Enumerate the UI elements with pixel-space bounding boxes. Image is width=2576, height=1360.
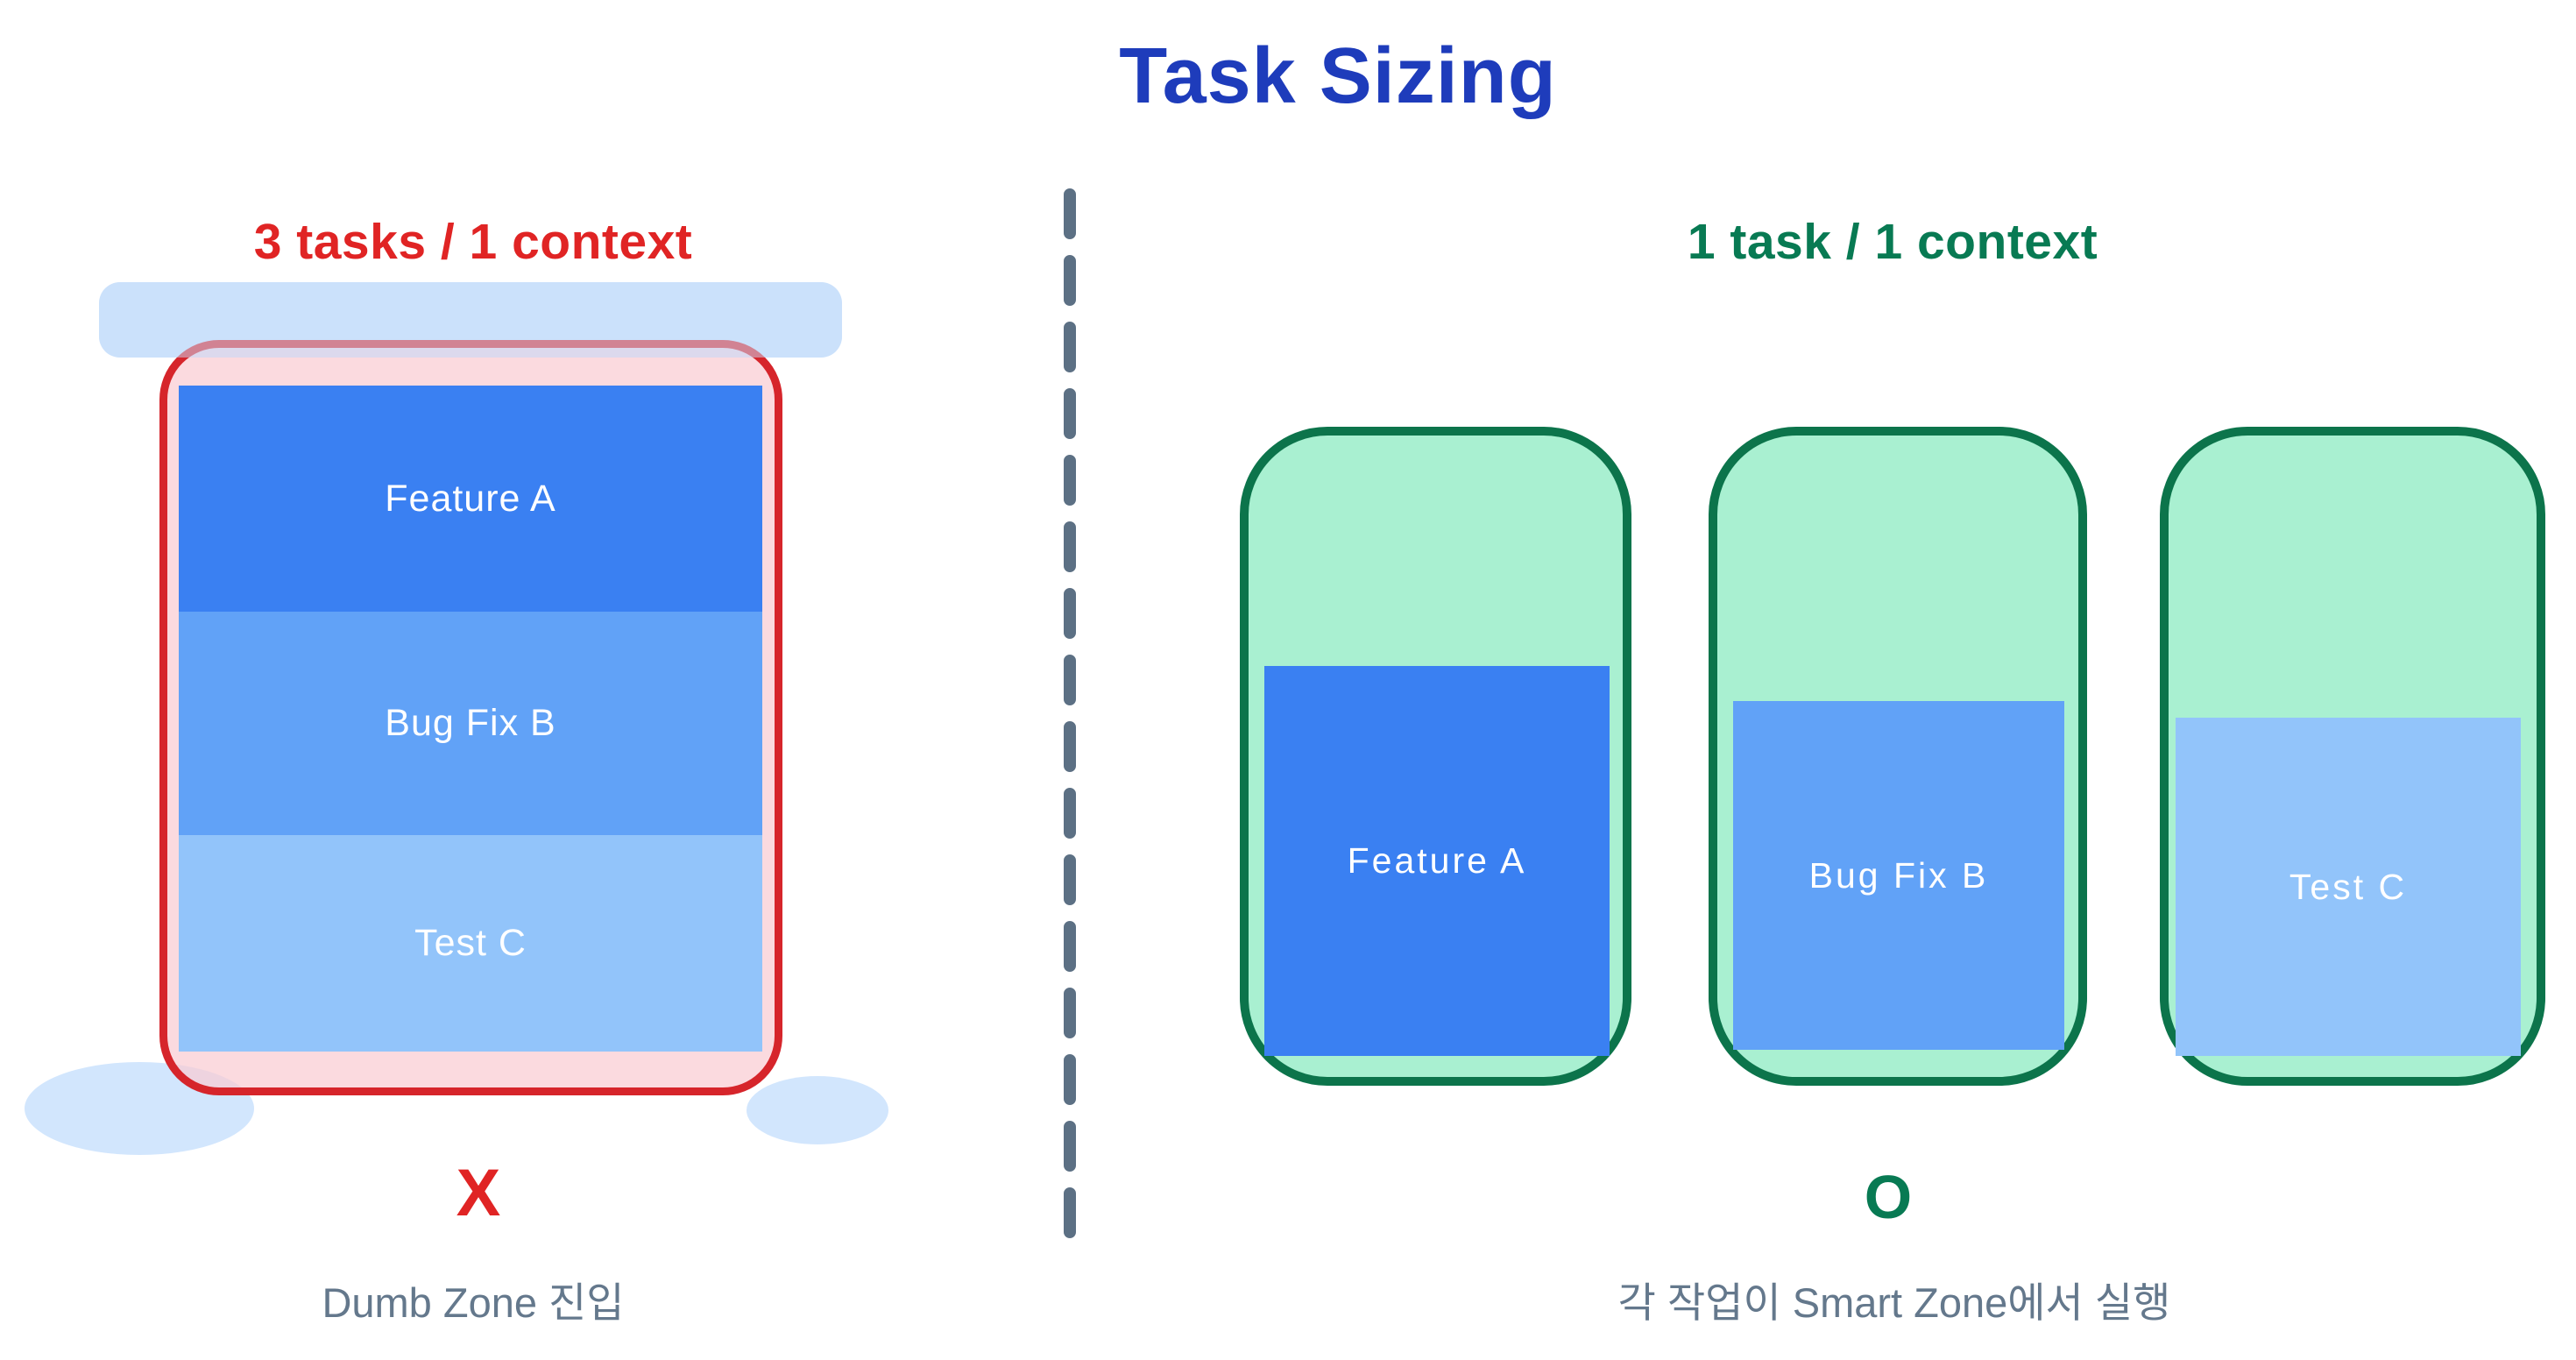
context-window-bar-overlay: [99, 282, 842, 358]
task-block-test-c-right: Test C: [2176, 718, 2521, 1056]
task-block-bug-fix-b: Bug Fix B: [179, 612, 762, 835]
task-label: Bug Fix B: [1808, 854, 1989, 896]
page-title: Task Sizing: [1119, 32, 1557, 120]
task-label: Feature A: [1347, 840, 1527, 881]
right-caption: 각 작업이 Smart Zone에서 실행: [1617, 1279, 2171, 1326]
left-caption: Dumb Zone 진입: [322, 1279, 625, 1326]
task-label: Bug Fix B: [385, 702, 556, 744]
task-block-bug-fix-b-right: Bug Fix B: [1733, 701, 2064, 1050]
task-block-feature-a-right: Feature A: [1264, 666, 1610, 1056]
task-block-test-c: Test C: [179, 835, 762, 1052]
task-label: Test C: [2289, 866, 2408, 907]
task-label: Test C: [414, 922, 527, 964]
left-panel-label: 3 tasks / 1 context: [253, 214, 693, 270]
context-overflow-blob-right: [747, 1076, 888, 1144]
right-panel-label: 1 task / 1 context: [1687, 214, 2098, 270]
task-label: Feature A: [385, 477, 556, 520]
task-block-feature-a: Feature A: [179, 386, 762, 612]
right-verdict-o-mark: O: [1864, 1163, 1913, 1231]
divider-dashed-line: [1064, 188, 1076, 1240]
left-verdict-x-mark: X: [456, 1156, 501, 1230]
